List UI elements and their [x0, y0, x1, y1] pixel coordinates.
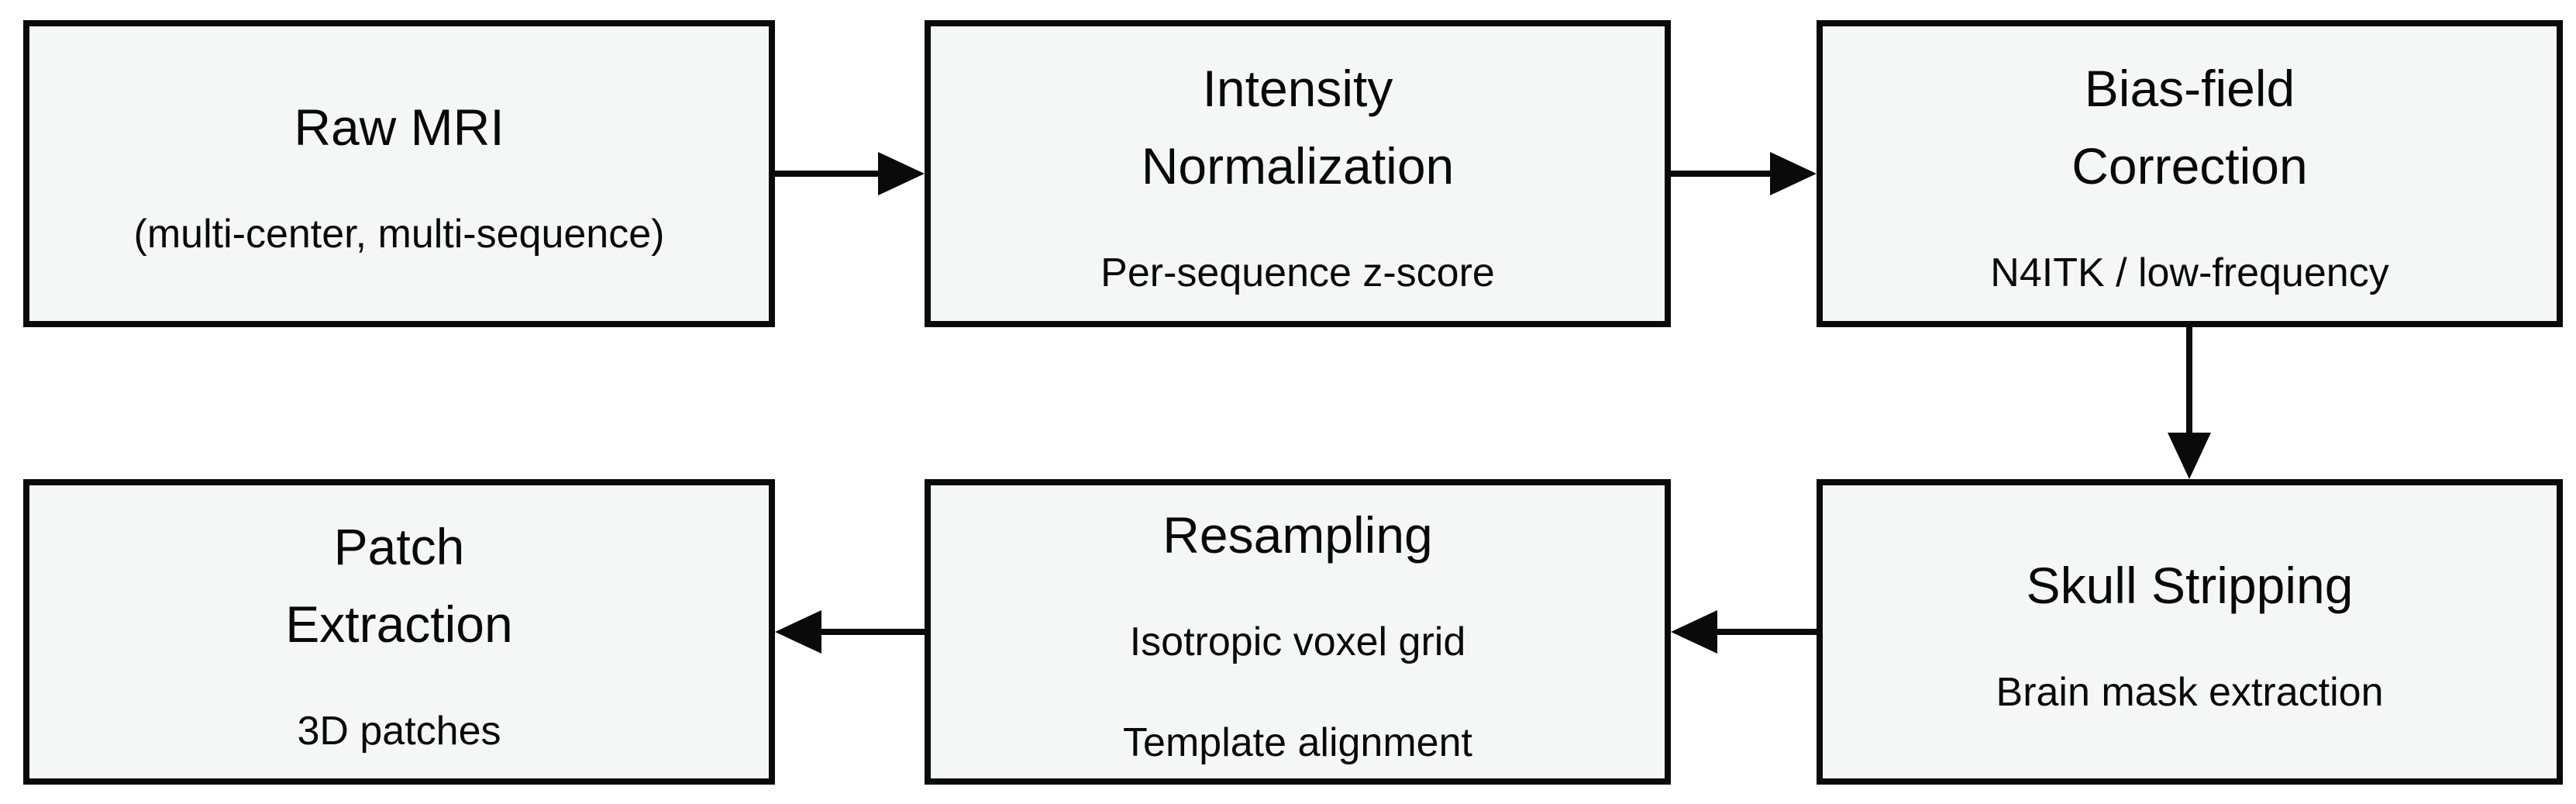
node-title-line: Skull Stripping [2026, 556, 2354, 614]
node-title-line: Intensity [1202, 59, 1393, 117]
arrow-resampling-to-patch-extraction [775, 610, 925, 654]
node-subtitle-line: Brain mask extraction [1996, 669, 2384, 715]
node-title: Patch Extraction [285, 508, 512, 663]
arrow-skull-stripping-to-resampling [1671, 610, 1817, 654]
node-title: Intensity Normalization [1142, 50, 1454, 205]
node-resampling: Resampling Isotropic voxel grid Template… [925, 479, 1671, 785]
node-subtitle: 3D patches [297, 706, 501, 757]
node-subtitle-line: 3D patches [297, 708, 501, 754]
node-title: Raw MRI [294, 88, 504, 166]
node-subtitle: (multi-center, multi-sequence) [134, 209, 665, 260]
node-patch-extraction: Patch Extraction 3D patches [23, 479, 775, 785]
node-subtitle: Per-sequence z-score [1100, 247, 1495, 298]
node-title: Skull Stripping [2027, 547, 2354, 624]
node-title: Bias-field Correction [2071, 50, 2307, 205]
node-subtitle-line: (multi-center, multi-sequence) [133, 211, 665, 257]
node-title-line: Bias-field [2084, 59, 2295, 117]
node-title-line: Correction [2071, 136, 2308, 195]
node-bias-field-correction: Bias-field Correction N4ITK / low-freque… [1817, 20, 2563, 327]
node-raw-mri: Raw MRI (multi-center, multi-sequence) [23, 20, 775, 327]
node-intensity-normalization: Intensity Normalization Per-sequence z-s… [925, 20, 1671, 327]
node-subtitle-line: Isotropic voxel grid [1129, 619, 1466, 664]
node-title: Resampling [1162, 496, 1433, 574]
node-title-line: Raw MRI [294, 98, 505, 156]
node-subtitle-line: Per-sequence z-score [1100, 250, 1495, 295]
arrow-intensity-normalization-to-bias-field-correction [1671, 152, 1817, 195]
node-title-line: Patch [333, 517, 465, 575]
node-title-line: Resampling [1162, 506, 1433, 564]
arrow-bias-field-correction-to-skull-stripping [2168, 327, 2211, 479]
node-subtitle: Brain mask extraction [1996, 667, 2384, 718]
node-subtitle-line: N4ITK / low-frequency [1990, 250, 2389, 295]
node-subtitle: Isotropic voxel grid Template alignment [1123, 616, 1472, 768]
node-title-line: Normalization [1141, 136, 1455, 195]
node-subtitle-line: Template alignment [1123, 719, 1472, 765]
node-title-line: Extraction [285, 595, 513, 653]
node-skull-stripping: Skull Stripping Brain mask extraction [1817, 479, 2563, 785]
node-subtitle: N4ITK / low-frequency [1990, 247, 2388, 298]
arrow-raw-mri-to-intensity-normalization [775, 152, 925, 195]
